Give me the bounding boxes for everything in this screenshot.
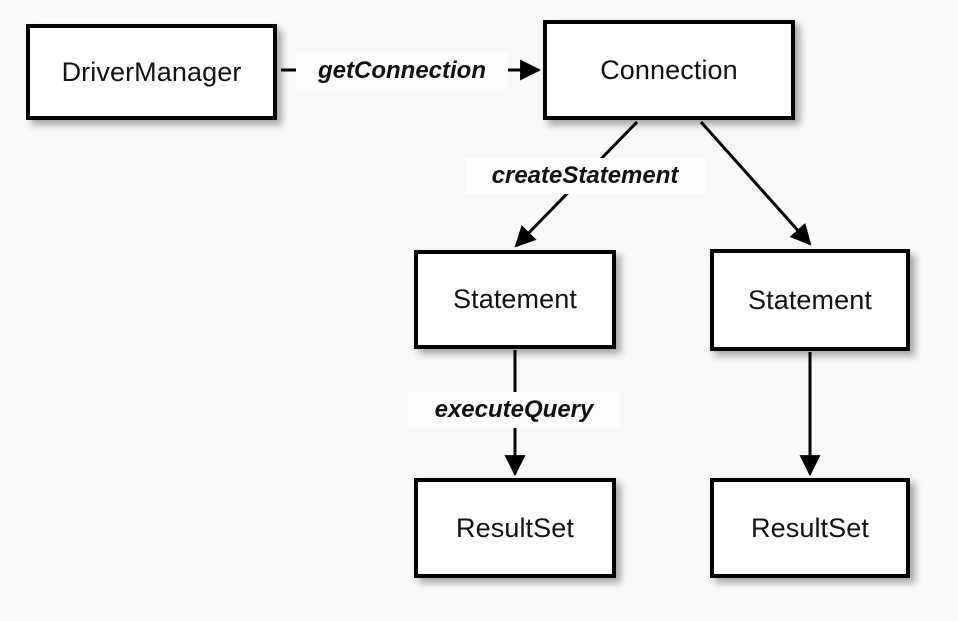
edge-label-get-connection: getConnection [296,52,508,89]
node-driver-manager[interactable]: DriverManager [26,24,277,120]
node-connection[interactable]: Connection [543,20,795,120]
node-resultset-right[interactable]: ResultSet [710,478,910,578]
node-statement-right[interactable]: Statement [710,249,910,351]
node-resultset-left[interactable]: ResultSet [414,478,616,578]
node-label-driver-manager: DriverManager [61,56,242,87]
node-label-resultset-left: ResultSet [456,512,574,543]
edge-line-create-statement-right [699,121,812,246]
node-label-resultset-right: ResultSet [751,512,869,543]
node-statement-left[interactable]: Statement [414,250,616,349]
edge-label-create-statement: createStatement [465,158,705,194]
node-label-statement-left: Statement [453,284,577,314]
edge-label-execute-query: executeQuery [408,392,620,428]
node-label-statement-right: Statement [748,284,872,315]
node-label-connection: Connection [600,54,738,85]
